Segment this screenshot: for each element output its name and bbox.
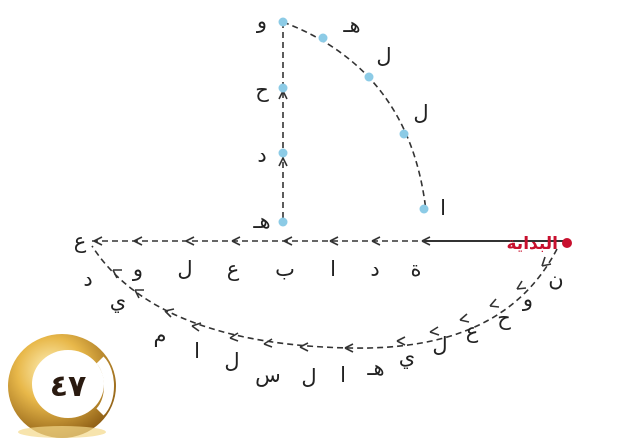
lower-arc-letter: ي: [399, 345, 415, 369]
node-dot: [318, 33, 328, 43]
lower-arc-letter: م: [153, 323, 166, 347]
lower-arc-letter: ي: [110, 289, 126, 313]
page-number: ٤٧: [50, 369, 87, 404]
baseline-letter: ب: [275, 257, 295, 281]
lower-arc-letter: ل: [432, 333, 447, 357]
lower-arc-letter: ل: [301, 365, 316, 389]
arrow-head: [185, 236, 195, 246]
arrow-head: [541, 256, 552, 267]
arrow-head: [429, 326, 440, 336]
node-dot: [399, 129, 409, 139]
arrow-head: [459, 313, 470, 323]
lower-arc-letter: ع: [466, 319, 479, 343]
arc-letter: ا: [440, 196, 446, 220]
arc-letter: ل: [413, 101, 428, 125]
start-dot: [562, 238, 572, 248]
node-dot: [278, 217, 288, 227]
arrow-head: [278, 157, 288, 167]
arrow-head: [112, 269, 122, 279]
arrow-head: [396, 336, 406, 346]
page-number-badge: ٤٧: [8, 334, 116, 438]
arrow-head: [133, 236, 143, 246]
arrow-head: [283, 236, 293, 246]
arrow-head: [421, 236, 431, 246]
node-dot: [278, 83, 288, 93]
arrow-head: [229, 332, 239, 342]
baseline-letter: ل: [177, 257, 192, 281]
node-dot: [278, 148, 288, 158]
baseline-letter: ع: [74, 229, 87, 253]
lower-arc-letter: و: [522, 287, 533, 311]
arrow-head: [134, 289, 144, 299]
arrow-head: [299, 342, 309, 352]
baseline-letter: ة: [410, 257, 421, 281]
node-dot: [364, 72, 374, 82]
lower-arc-letter: ل: [224, 349, 239, 373]
arc-letter: ل: [376, 44, 391, 68]
node-dot: [419, 204, 429, 214]
vertical-letter: و: [256, 9, 267, 33]
lower-arc-letter: د: [83, 267, 92, 291]
lower-arc-path: [91, 245, 558, 349]
arrow-head: [516, 280, 527, 290]
arrow-head: [344, 343, 354, 353]
vertical-letter: د: [257, 143, 266, 167]
start-label: البداية: [507, 234, 559, 254]
arrow-head: [191, 322, 202, 332]
node-dot: [278, 17, 288, 27]
vertical-letter: ح: [255, 78, 269, 102]
arrow-head: [263, 338, 273, 348]
upper-arc-path: [282, 21, 427, 212]
arrow-head: [164, 308, 175, 318]
lower-arc-letter: ا: [340, 363, 346, 387]
arrow-head: [489, 298, 500, 308]
arrow-head: [93, 236, 103, 246]
lower-arc-letter: ح: [497, 306, 511, 330]
baseline-letter: ا: [330, 257, 336, 281]
arrow-head: [329, 236, 339, 246]
lower-arc-letter: ن: [548, 267, 563, 291]
lower-arc-letter: س: [255, 363, 281, 387]
baseline-letter: د: [370, 257, 379, 281]
lower-arc-letter: ا: [194, 339, 200, 363]
arc-letter: هـ: [342, 13, 360, 37]
baseline-letter: ع: [227, 257, 240, 281]
vertical-letter: هـ: [252, 209, 270, 233]
baseline-letter: و: [132, 257, 143, 281]
arrow-head: [371, 236, 381, 246]
arrow-head: [231, 236, 241, 246]
lower-arc-letter: هـ: [366, 356, 384, 380]
